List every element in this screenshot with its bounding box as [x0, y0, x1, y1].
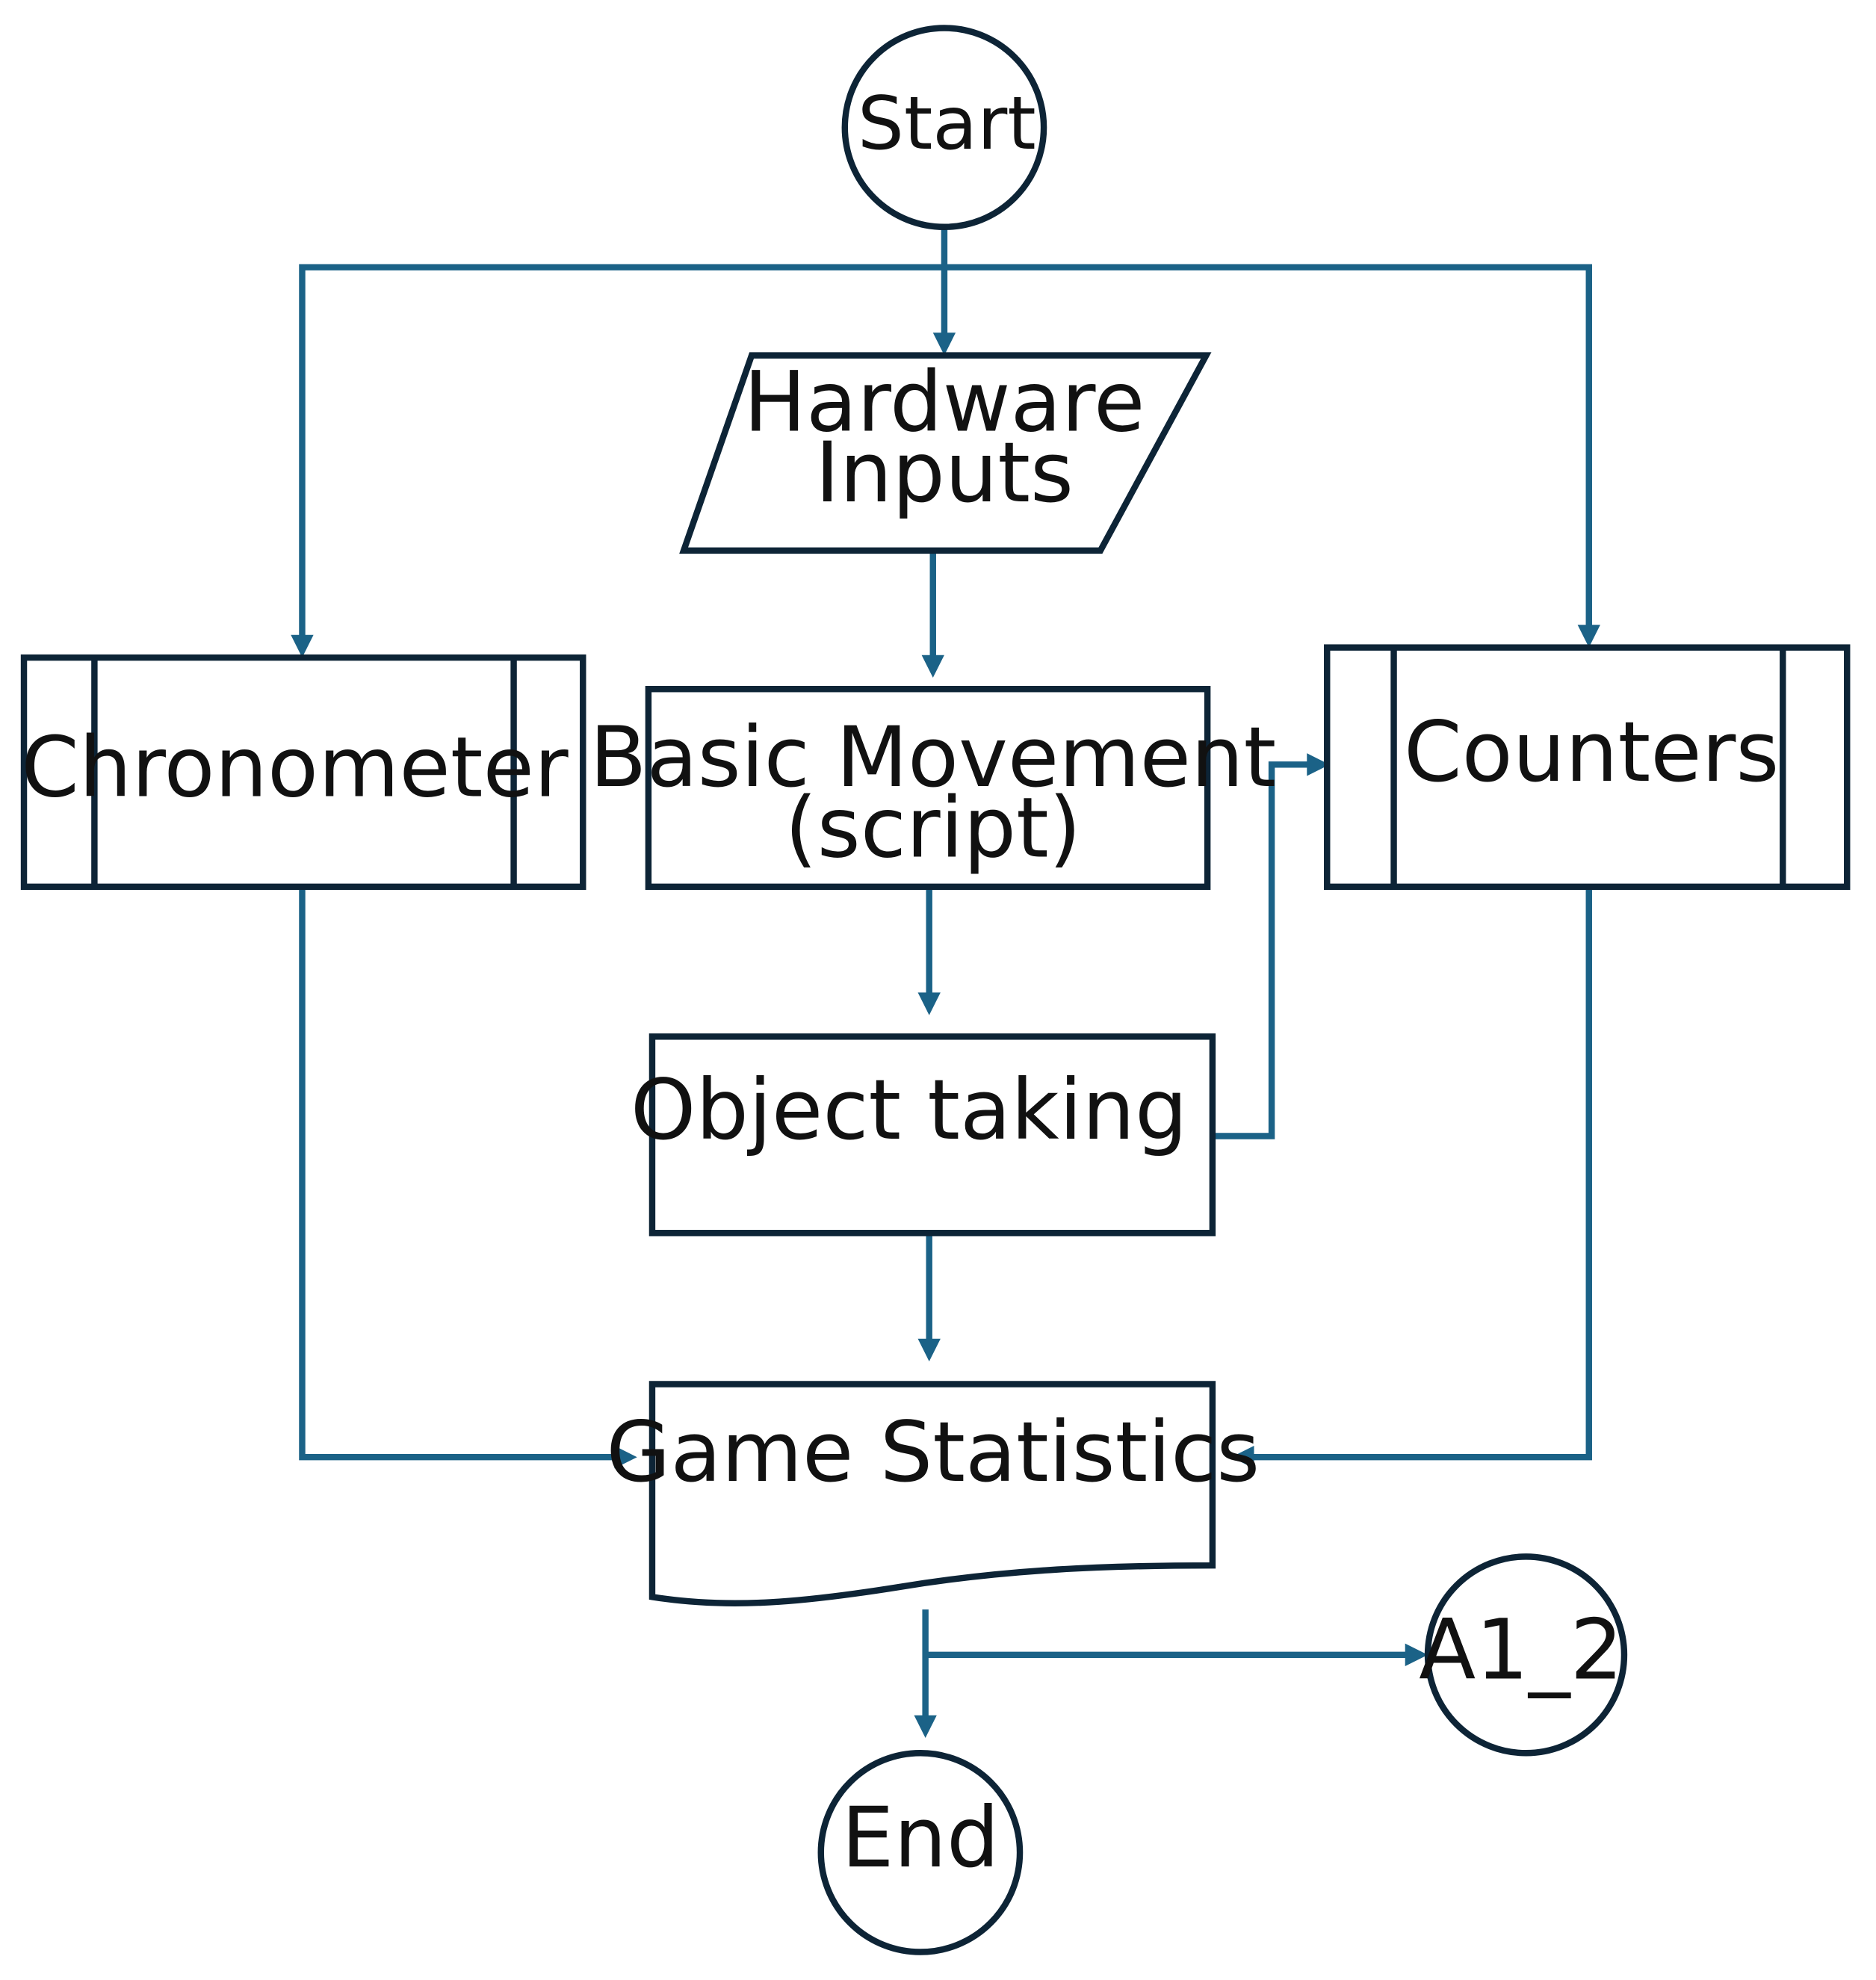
edge-counters-to-game-statistics: [1231, 886, 1592, 1469]
node-chronometer: Chronometer: [20, 654, 586, 891]
arrowhead-icon: [914, 1715, 937, 1739]
process-shape: [648, 1033, 1216, 1237]
arrowhead-icon: [921, 655, 944, 678]
node-hardware-inputs-label-line1: Hardware: [743, 355, 1145, 451]
edge-object-taking-to-counters: [1212, 753, 1330, 1139]
parallelogram-shape: [679, 352, 1212, 554]
node-basic-movement-label-line2: (script): [784, 780, 1081, 876]
edge-basic-movement-to-object-taking: [917, 886, 941, 1015]
node-object-taking-label: Object taking: [631, 1062, 1188, 1159]
node-hardware-inputs-label-line2: Inputs: [815, 425, 1074, 522]
edge-start-to-counters: [944, 264, 1600, 648]
off-page-connector-circle-shape: [1424, 1553, 1628, 1757]
arrowhead-icon: [1231, 1446, 1254, 1469]
arrowhead-icon: [917, 1338, 941, 1362]
arrowhead-icon: [614, 1446, 637, 1469]
predefined-process-shape: [20, 654, 586, 891]
node-basic-movement: Basic Movement (script): [589, 686, 1276, 891]
node-a1-2-label: A1_2: [1419, 1603, 1623, 1699]
terminator-circle-shape: [841, 25, 1047, 230]
arrowhead-icon: [1307, 753, 1330, 776]
terminator-circle-shape: [817, 1750, 1024, 1955]
edge-game-statistics-to-end: [914, 1609, 937, 1739]
process-shape: [645, 686, 1211, 891]
node-a1-2: A1_2: [1419, 1553, 1628, 1757]
node-game-statistics-label: Game Statistics: [606, 1405, 1260, 1501]
arrowhead-icon: [1577, 625, 1600, 648]
node-start-label: Start: [858, 81, 1036, 167]
document-shape: [648, 1381, 1216, 1606]
edge-object-taking-to-game-statistics: [917, 1233, 941, 1362]
node-end-label: End: [841, 1790, 999, 1887]
edge-start-to-hardware-inputs: [932, 226, 956, 356]
node-chronometer-label: Chronometer: [21, 720, 569, 816]
edge-chronometer-to-game-statistics: [299, 888, 637, 1469]
node-counters: Counters: [1324, 644, 1851, 891]
arrowhead-icon: [1405, 1643, 1428, 1666]
node-object-taking: Object taking: [631, 1033, 1216, 1237]
node-game-statistics: Game Statistics: [606, 1381, 1260, 1606]
edge-game-statistics-to-a1-2: [925, 1643, 1428, 1666]
arrowhead-icon: [291, 634, 314, 658]
node-end: End: [817, 1750, 1024, 1955]
node-basic-movement-label-line1: Basic Movement: [589, 710, 1276, 806]
edge-hardware-inputs-to-basic-movement: [921, 550, 944, 678]
node-hardware-inputs: Hardware Inputs: [679, 352, 1212, 554]
arrowhead-icon: [917, 992, 941, 1015]
node-counters-label: Counters: [1404, 705, 1779, 801]
node-start: Start: [841, 25, 1047, 230]
edge-start-to-chronometer: [291, 264, 944, 658]
connectors: [291, 226, 1600, 1739]
arrowhead-icon: [932, 332, 956, 356]
predefined-process-shape: [1324, 644, 1851, 891]
